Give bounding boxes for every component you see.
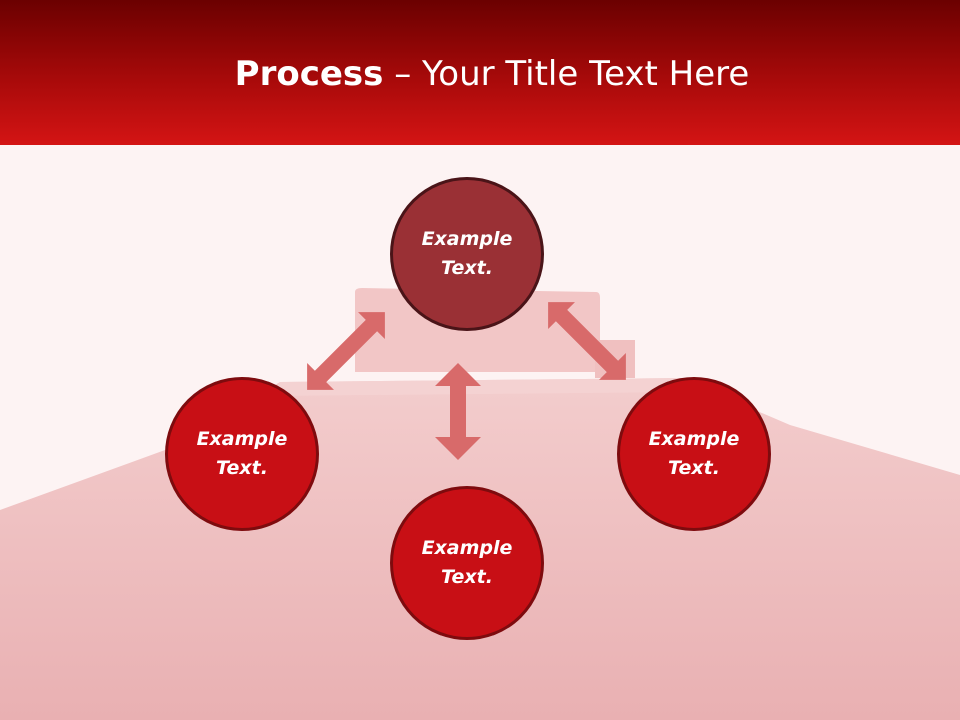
arrow-vertical xyxy=(435,363,481,460)
title-bar xyxy=(0,0,960,145)
node-bottom-line1: Example xyxy=(421,537,513,559)
carpet-shelf xyxy=(270,378,690,396)
title-bold: Process xyxy=(234,54,384,94)
node-bottom-line2: Text. xyxy=(441,566,493,588)
page-title: Process – Your Title Text Here xyxy=(0,52,960,96)
node-right-line2: Text. xyxy=(668,457,720,479)
node-top-line2: Text. xyxy=(441,257,493,279)
node-right-line1: Example xyxy=(648,428,740,450)
title-separator: – xyxy=(383,54,423,94)
node-left-line1: Example xyxy=(196,428,288,450)
arrow-left-diagonal xyxy=(307,312,385,390)
arrow-right-diagonal xyxy=(548,302,626,380)
node-top-line1: Example xyxy=(421,228,513,250)
title-rest: Your Title Text Here xyxy=(422,54,750,94)
node-left-line2: Text. xyxy=(216,457,268,479)
